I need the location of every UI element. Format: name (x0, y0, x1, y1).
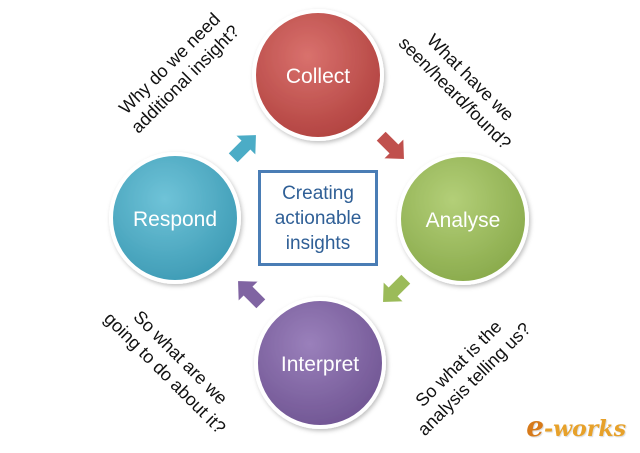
watermark-logo: e-works (526, 410, 626, 443)
node-interpret: Interpret (254, 297, 386, 429)
node-interpret-label: Interpret (281, 353, 359, 376)
question-bottom-left: So what are we going to do about it? (100, 307, 231, 438)
question-top-left: Why do we need additional insight? (115, 9, 243, 137)
node-analyse: Analyse (397, 153, 529, 285)
node-collect: Collect (252, 9, 384, 141)
node-respond: Respond (109, 152, 241, 284)
watermark-e: e (526, 410, 545, 443)
node-collect-label: Collect (286, 65, 350, 88)
arrow-analyse-to-interpret (381, 272, 413, 304)
center-line-2: actionable (274, 207, 362, 229)
arrow-collect-to-analyse (374, 129, 406, 161)
center-line-3: insights (285, 232, 351, 254)
arrow-respond-to-collect (226, 133, 258, 165)
node-analyse-label: Analyse (426, 209, 501, 232)
node-respond-label: Respond (133, 208, 217, 231)
center-box: Creating actionable insights (258, 170, 378, 266)
question-top-right: What have we seen/heard/found? (395, 30, 518, 153)
question-bottom-right: So what is the analysis telling us? (411, 316, 534, 439)
watermark-text: -works (544, 416, 626, 442)
center-line-1: Creating (282, 182, 354, 204)
arrow-interpret-to-respond (236, 279, 268, 311)
